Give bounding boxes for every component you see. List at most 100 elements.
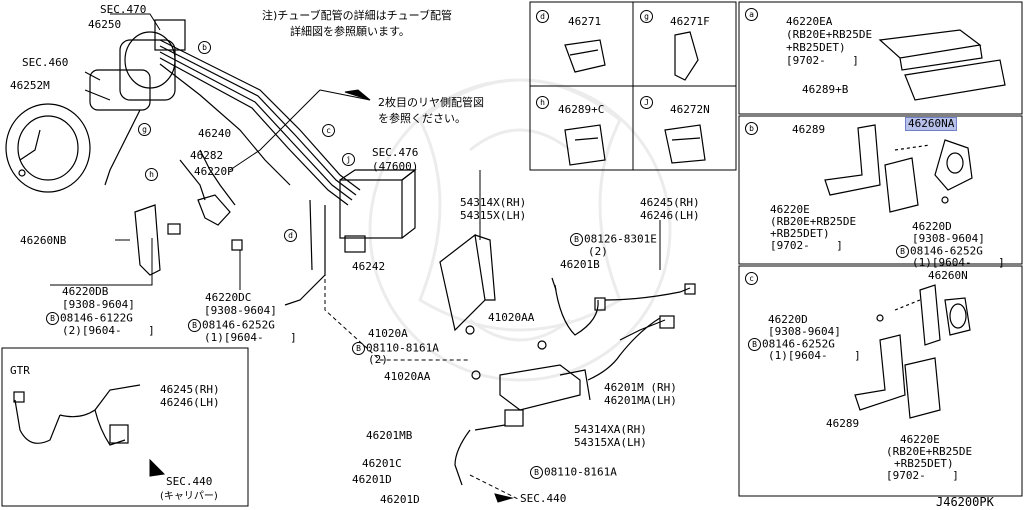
box-b-engines1: (RB20E+RB25DE: [770, 215, 857, 228]
label-46220dc[interactable]: 46220DC: [205, 291, 252, 304]
label-46242[interactable]: 46242: [352, 260, 386, 273]
detail-j-tag: J: [640, 96, 654, 109]
rear-piping-note-line1: 2枚目のリヤ側配管図: [378, 96, 484, 109]
bolt-symbol-icon: B: [352, 342, 365, 355]
box-c-tag: c: [745, 272, 759, 285]
box-b-46220e[interactable]: 46220E: [770, 203, 810, 216]
ref-g-marker: g: [138, 123, 152, 136]
label-46245-rh[interactable]: 46245(RH): [640, 196, 700, 209]
box-c-46289[interactable]: 46289: [826, 417, 860, 430]
brake-hoses: [454, 277, 696, 486]
bolt-symbol-icon: B: [896, 245, 909, 258]
label-47600[interactable]: (47600): [372, 160, 419, 173]
bolt-symbol-icon: B: [530, 466, 543, 479]
box-a-clips: [878, 29, 1006, 101]
label-54314xa[interactable]: 54314XA(RH): [574, 423, 647, 436]
rear-piping-note-line2: を参照ください。: [378, 112, 466, 125]
label-sec470[interactable]: SEC.470: [100, 3, 147, 16]
label-54315xa[interactable]: 54315XA(LH): [574, 436, 647, 449]
box-c-clips: [854, 284, 971, 419]
label-41020a[interactable]: 41020A: [368, 327, 408, 340]
gtr-label-46246-lh[interactable]: 46246(LH): [160, 396, 220, 409]
label-46201b[interactable]: 46201B: [560, 258, 600, 271]
box-a-tag: a: [745, 8, 759, 21]
rear-bracket: [439, 233, 591, 427]
label-46240[interactable]: 46240: [198, 127, 232, 140]
ref-d-marker: d: [284, 229, 298, 242]
abs-actuator: [339, 168, 417, 253]
box-b-46220d[interactable]: 46220D: [912, 220, 952, 233]
label-sec460[interactable]: SEC.460: [22, 56, 69, 69]
label-54315x[interactable]: 54315X(LH): [460, 209, 527, 222]
label-46201m[interactable]: 46201M (RH): [604, 381, 677, 394]
label-46246-lh[interactable]: 46246(LH): [640, 209, 700, 222]
gtr-label-sec440[interactable]: SEC.440: [166, 475, 213, 488]
label-46282[interactable]: 46282: [190, 149, 224, 162]
label-46260nb[interactable]: 46260NB: [20, 234, 67, 247]
box-b-clips: [824, 124, 973, 213]
ref-j-marker: j: [342, 153, 356, 166]
detail-part-46271f[interactable]: 46271F: [670, 15, 710, 28]
label-46201mb[interactable]: 46201MB: [366, 429, 413, 442]
label-54314x[interactable]: 54314X(RH): [460, 196, 527, 209]
label-46220db[interactable]: 46220DB: [62, 285, 109, 298]
gtr-label-46245-rh[interactable]: 46245(RH): [160, 383, 220, 396]
label-41020aa-top[interactable]: 41020AA: [488, 311, 535, 324]
label-bolt-8301e-qty: (2): [588, 245, 608, 258]
box-c-46220e[interactable]: 46220E: [900, 433, 940, 446]
arrows: [149, 89, 514, 503]
watermark-emblem: [368, 78, 672, 382]
detail-parts: [564, 31, 706, 166]
label-bolt-6122g-qty: (2)[9604- ]: [62, 324, 155, 337]
label-46220p[interactable]: 46220P: [194, 165, 234, 178]
detail-part-46289c[interactable]: 46289+C: [558, 103, 605, 116]
box-c-engines2: +RB25DET): [894, 457, 954, 470]
label-46201d-1[interactable]: 46201D: [352, 473, 392, 486]
label-46201c[interactable]: 46201C: [362, 457, 402, 470]
label-sec476[interactable]: SEC.476: [372, 146, 419, 159]
bolt-symbol-icon: B: [188, 319, 201, 332]
label-46201d-2[interactable]: 46201D: [380, 493, 420, 506]
label-46220dc-range: [9308-9604]: [204, 304, 277, 317]
bolt-symbol-icon: B: [46, 312, 59, 325]
label-46252m[interactable]: 46252M: [10, 79, 50, 92]
detail-part-46272n[interactable]: 46272N: [670, 103, 710, 116]
box-b-bolt-qty: (1)[9604- ]: [912, 256, 1005, 269]
box-c-range: [9702- ]: [886, 469, 959, 482]
box-b-engines2: +RB25DET): [770, 227, 830, 240]
diagram-code: J46200PK: [936, 495, 994, 509]
leader-lines: [50, 13, 661, 501]
box-b-46260na-highlighted[interactable]: 46260NA: [905, 117, 958, 131]
bolt-symbol-icon: B: [748, 338, 761, 351]
box-b-46289[interactable]: 46289: [792, 123, 826, 136]
gtr-title: GTR: [10, 364, 30, 377]
label-sec440[interactable]: SEC.440: [520, 492, 567, 505]
label-46250[interactable]: 46250: [88, 18, 122, 31]
tube-detail-note-line2: 詳細図を参照願います。: [290, 25, 410, 38]
label-bolt-6252g-qty: (1)[9604- ]: [204, 331, 297, 344]
bolt-symbol-icon: B: [570, 233, 583, 246]
brake-booster: [5, 19, 186, 193]
label-41020aa[interactable]: 41020AA: [384, 370, 431, 383]
detail-g-tag: g: [640, 10, 654, 23]
tube-detail-note-line1: 注)チューブ配管の詳細はチューブ配管: [262, 9, 452, 22]
box-b-tag: b: [745, 122, 759, 135]
label-46201ma[interactable]: 46201MA(LH): [604, 394, 677, 407]
box-a-46289b[interactable]: 46289+B: [802, 83, 849, 96]
box-a-46220ea[interactable]: 46220EA: [786, 15, 833, 28]
box-c-46220d[interactable]: 46220D: [768, 313, 808, 326]
detail-part-46271[interactable]: 46271: [568, 15, 602, 28]
box-b-d-range: [9308-9604]: [912, 232, 985, 245]
box-c-46260n[interactable]: 46260N: [928, 269, 968, 282]
box-c-engines1: (RB20E+RB25DE: [886, 445, 973, 458]
